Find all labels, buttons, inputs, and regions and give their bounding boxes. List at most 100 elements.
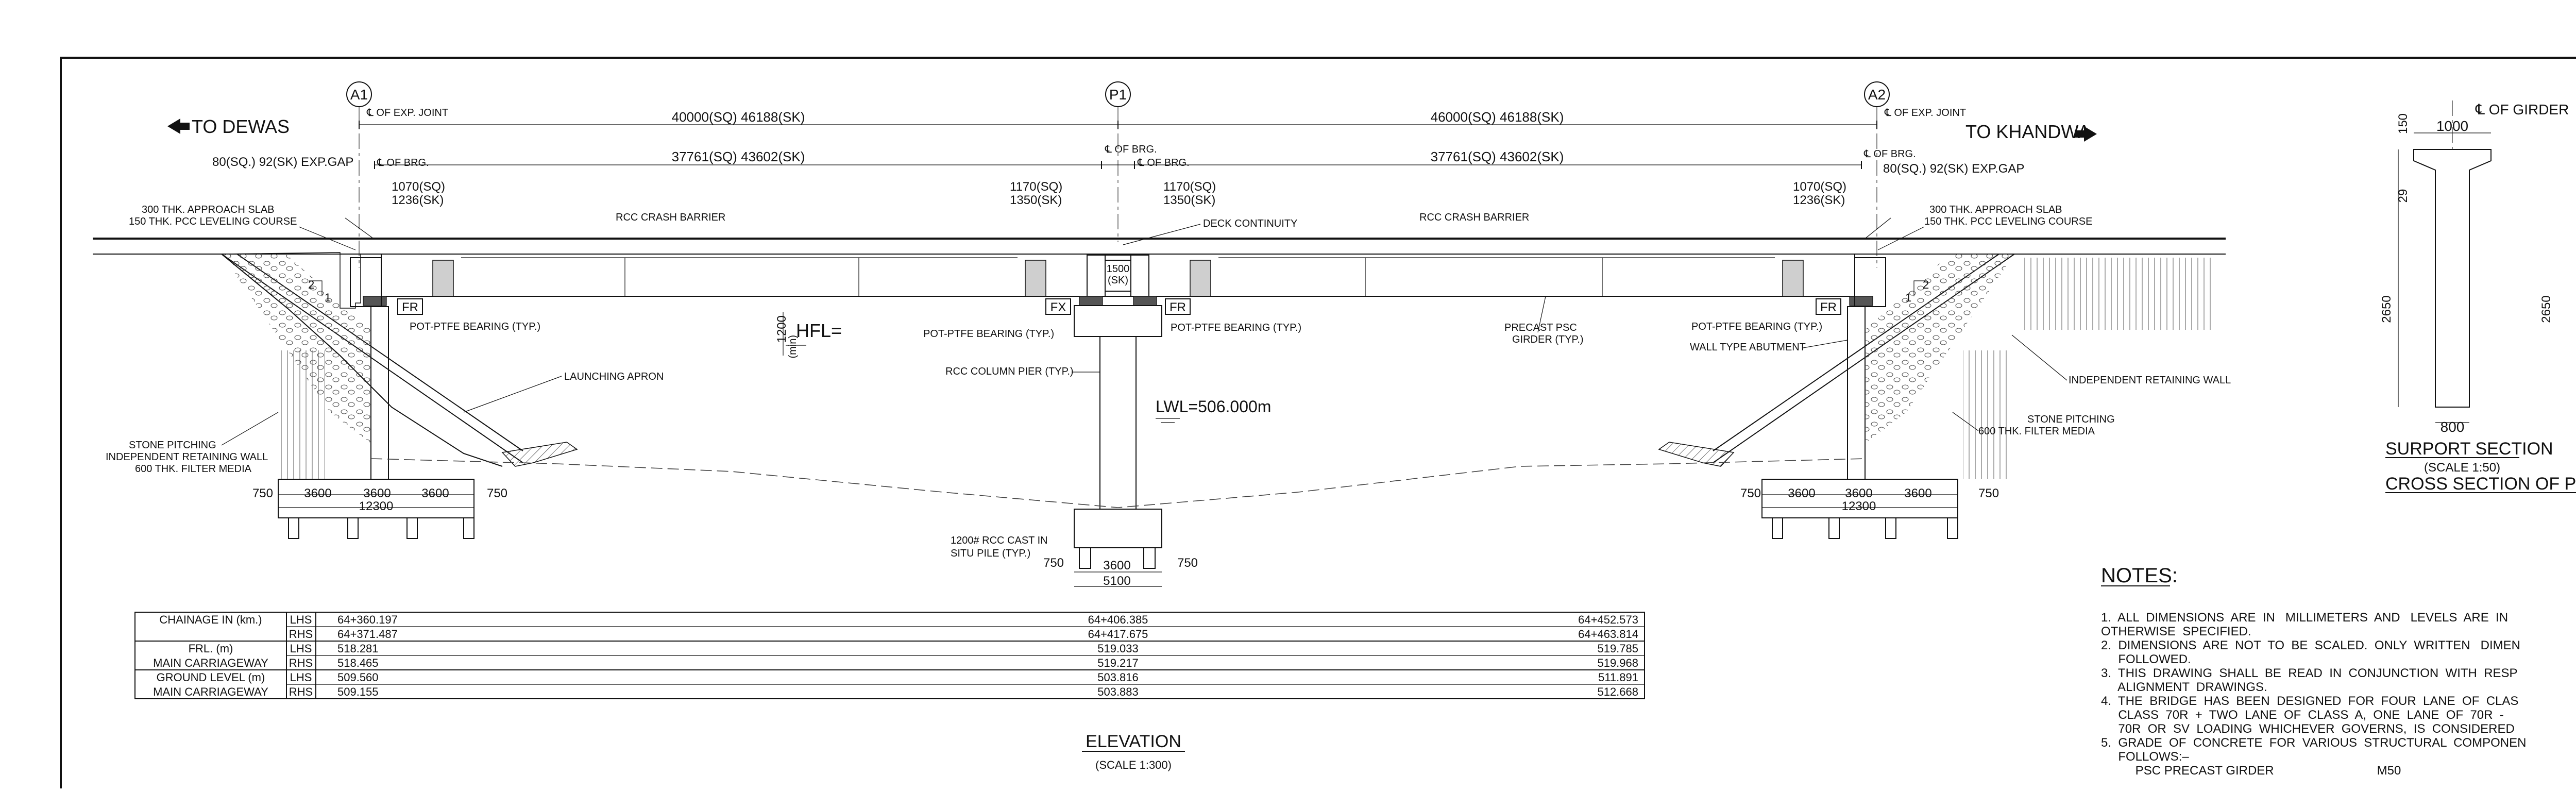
d1170-a: 1170(SQ) xyxy=(1010,180,1062,194)
axis-label-a2: A2 xyxy=(1868,87,1886,103)
direction-right-text: TO KHANDWA xyxy=(1965,121,2090,142)
foundation-dims-left: 750 3600 3600 3600 750 12300 xyxy=(252,486,507,513)
dim-150: 150 xyxy=(2396,113,2410,134)
note-line: 3. THIS DRAWING SHALL BE READ IN CONJUNC… xyxy=(2101,666,2518,680)
fx: FX xyxy=(1050,300,1066,314)
note-line: 1. ALL DIMENSIONS ARE IN MILLIMETERS AND… xyxy=(2101,611,2508,625)
pier-cap-dim-b: (SK) xyxy=(1108,275,1128,286)
cl-brg-p1b: ℄ OF BRG. xyxy=(1137,157,1190,169)
note-line: ALIGNMENT DRAWINGS. xyxy=(2101,680,2267,694)
table-cell-a2: 512.668 xyxy=(1597,685,1638,698)
notes: NOTES: 1. ALL DIMENSIONS ARE IN MILLIMET… xyxy=(2101,564,2526,778)
fr-s2: 3600 xyxy=(1845,486,1872,500)
pier-cap-dim-a: 1500 xyxy=(1107,263,1130,275)
filter-left: 600 THK. FILTER MEDIA xyxy=(135,463,252,475)
fr-3: FR xyxy=(1820,300,1837,314)
launching-apron: LAUNCHING APRON xyxy=(564,371,664,382)
fl-s2: 3600 xyxy=(363,486,391,500)
hfl: HFL= xyxy=(796,320,842,341)
slope-2r: 2 xyxy=(1923,278,1929,291)
cl-exp-joint-left: ℄ OF EXP. JOINT xyxy=(366,107,448,119)
fr-s1: 3600 xyxy=(1788,486,1815,500)
crash-barrier-2: RCC CRASH BARRIER xyxy=(1419,212,1529,223)
fr-e1: 750 xyxy=(1740,486,1761,500)
table-cell-p1: 64+417.675 xyxy=(1088,628,1148,641)
d1170-c: 1170(SQ) xyxy=(1163,180,1216,194)
span2-brg: 37761(SQ) 43602(SK) xyxy=(1431,149,1564,164)
note-line: PSC PRECAST GIRDER M50 xyxy=(2101,764,2401,778)
stone-pitching-left: STONE PITCHING xyxy=(129,440,216,451)
ind-wall-left: INDEPENDENT RETAINING WALL xyxy=(106,451,268,463)
direction-left-text: TO DEWAS xyxy=(192,116,290,137)
table-cell-p1: 503.883 xyxy=(1097,685,1139,698)
table-row-label: FRL. (m) xyxy=(189,642,233,655)
fp-s1: 3600 xyxy=(1103,559,1130,573)
crash-barrier-1: RCC CRASH BARRIER xyxy=(616,212,725,223)
fr-e2: 750 xyxy=(1978,486,1999,500)
min-tag: (min) xyxy=(787,335,799,359)
note-line: FOLLOWS:– xyxy=(2101,750,2189,764)
pile-a: 1200# RCC CAST IN xyxy=(951,535,1048,546)
slope-1r: 1 xyxy=(1905,291,1911,304)
girder-b: GIRDER (TYP.) xyxy=(1512,334,1584,345)
dim-2650-b: 2650 xyxy=(2539,295,2553,323)
pile-b: SITU PILE (TYP.) xyxy=(951,548,1030,559)
bearing-p1b: POT-PTFE BEARING (TYP.) xyxy=(1171,322,1301,333)
bearing-p1a: POT-PTFE BEARING (TYP.) xyxy=(923,328,1054,340)
fr-total: 12300 xyxy=(1842,499,1876,513)
note-line: FOLLOWED. xyxy=(2101,652,2191,666)
table-row-side: LHS xyxy=(290,671,312,684)
support-scale: (SCALE 1:50) xyxy=(2424,461,2500,475)
note-line: 2. DIMENSIONS ARE NOT TO BE SCALED. ONLY… xyxy=(2101,638,2520,652)
slope-2: 2 xyxy=(308,278,314,291)
notes-heading: NOTES: xyxy=(2101,564,2178,587)
table-cell-a1: 518.281 xyxy=(337,642,379,655)
note-line: 4. THE BRIDGE HAS BEEN DESIGNED FOR FOUR… xyxy=(2101,694,2518,708)
bearing-left: POT-PTFE BEARING (TYP.) xyxy=(410,321,540,332)
d1070-left-a: 1070(SQ) xyxy=(392,180,445,194)
hfl-marker: HFL= 1200 (min) xyxy=(775,312,842,359)
arrow-right-icon xyxy=(2075,126,2097,142)
stone-pitching-right: STONE PITCHING xyxy=(2027,414,2115,425)
cl-brg-right: ℄ OF BRG. xyxy=(1863,148,1916,160)
filter-right: 600 THK. FILTER MEDIA xyxy=(1978,426,2095,437)
note-line: OTHERWISE SPECIFIED. xyxy=(2101,625,2251,638)
fp-e2: 750 xyxy=(1177,556,1198,570)
note-line: 5. GRADE OF CONCRETE FOR VARIOUS STRUCTU… xyxy=(2101,736,2526,750)
pcc-left: 150 THK. PCC LEVELING COURSE xyxy=(129,216,297,227)
bearing-right: POT-PTFE BEARING (TYP.) xyxy=(1691,321,1822,332)
cl-exp-joint-right: ℄ OF EXP. JOINT xyxy=(1884,107,1966,119)
note-line: CLASS 70R + TWO LANE OF CLASS A, ONE LAN… xyxy=(2101,708,2504,722)
span1-brg: 37761(SQ) 43602(SK) xyxy=(672,149,805,164)
table-row-side: RHS xyxy=(289,657,313,669)
table-row-side: RHS xyxy=(289,628,313,641)
span1-total: 40000(SQ) 46188(SK) xyxy=(672,109,805,125)
table-cell-p1: 64+406.385 xyxy=(1088,613,1148,626)
table-cell-a1: 64+360.197 xyxy=(337,613,398,626)
dim-bearing-spans: 37761(SQ) 43602(SK) 37761(SQ) 43602(SK) … xyxy=(212,144,2024,176)
bearings: FR FX FR FR POT-PTFE BEARING (TYP.) POT-… xyxy=(363,296,1873,340)
column-pier: RCC COLUMN PIER (TYP.) xyxy=(945,366,1074,377)
table-cell-a2: 519.968 xyxy=(1597,657,1638,669)
d1170-b: 1350(SK) xyxy=(1010,193,1062,207)
table-cell-p1: 519.033 xyxy=(1097,642,1139,655)
axis-label-a1: A1 xyxy=(350,87,368,103)
fl-e1: 750 xyxy=(252,486,273,500)
dim-span-totals: 40000(SQ) 46188(SK) 46000(SQ) 46188(SK) … xyxy=(359,107,1966,129)
table-cell-a1: 518.465 xyxy=(337,657,379,669)
d1070-left-b: 1236(SK) xyxy=(392,193,444,207)
pcc-right: 150 THK. PCC LEVELING COURSE xyxy=(1924,216,2092,227)
exp-gap-left: 80(SQ.) 92(SK) EXP.GAP xyxy=(212,155,353,169)
dim-2650: 2650 xyxy=(2380,295,2394,323)
slope-1: 1 xyxy=(325,291,331,304)
min-1200: 1200 xyxy=(775,315,789,343)
direction-right: TO KHANDWA xyxy=(1965,121,2097,142)
support-title: SURPORT SECTION xyxy=(2385,439,2553,459)
table-cell-a2: 511.891 xyxy=(1598,671,1638,684)
bearing-icon xyxy=(1079,296,1103,306)
wall-abutment: WALL TYPE ABUTMENT xyxy=(1690,342,1806,353)
cl-brg-left: ℄ OF BRG. xyxy=(377,157,429,169)
